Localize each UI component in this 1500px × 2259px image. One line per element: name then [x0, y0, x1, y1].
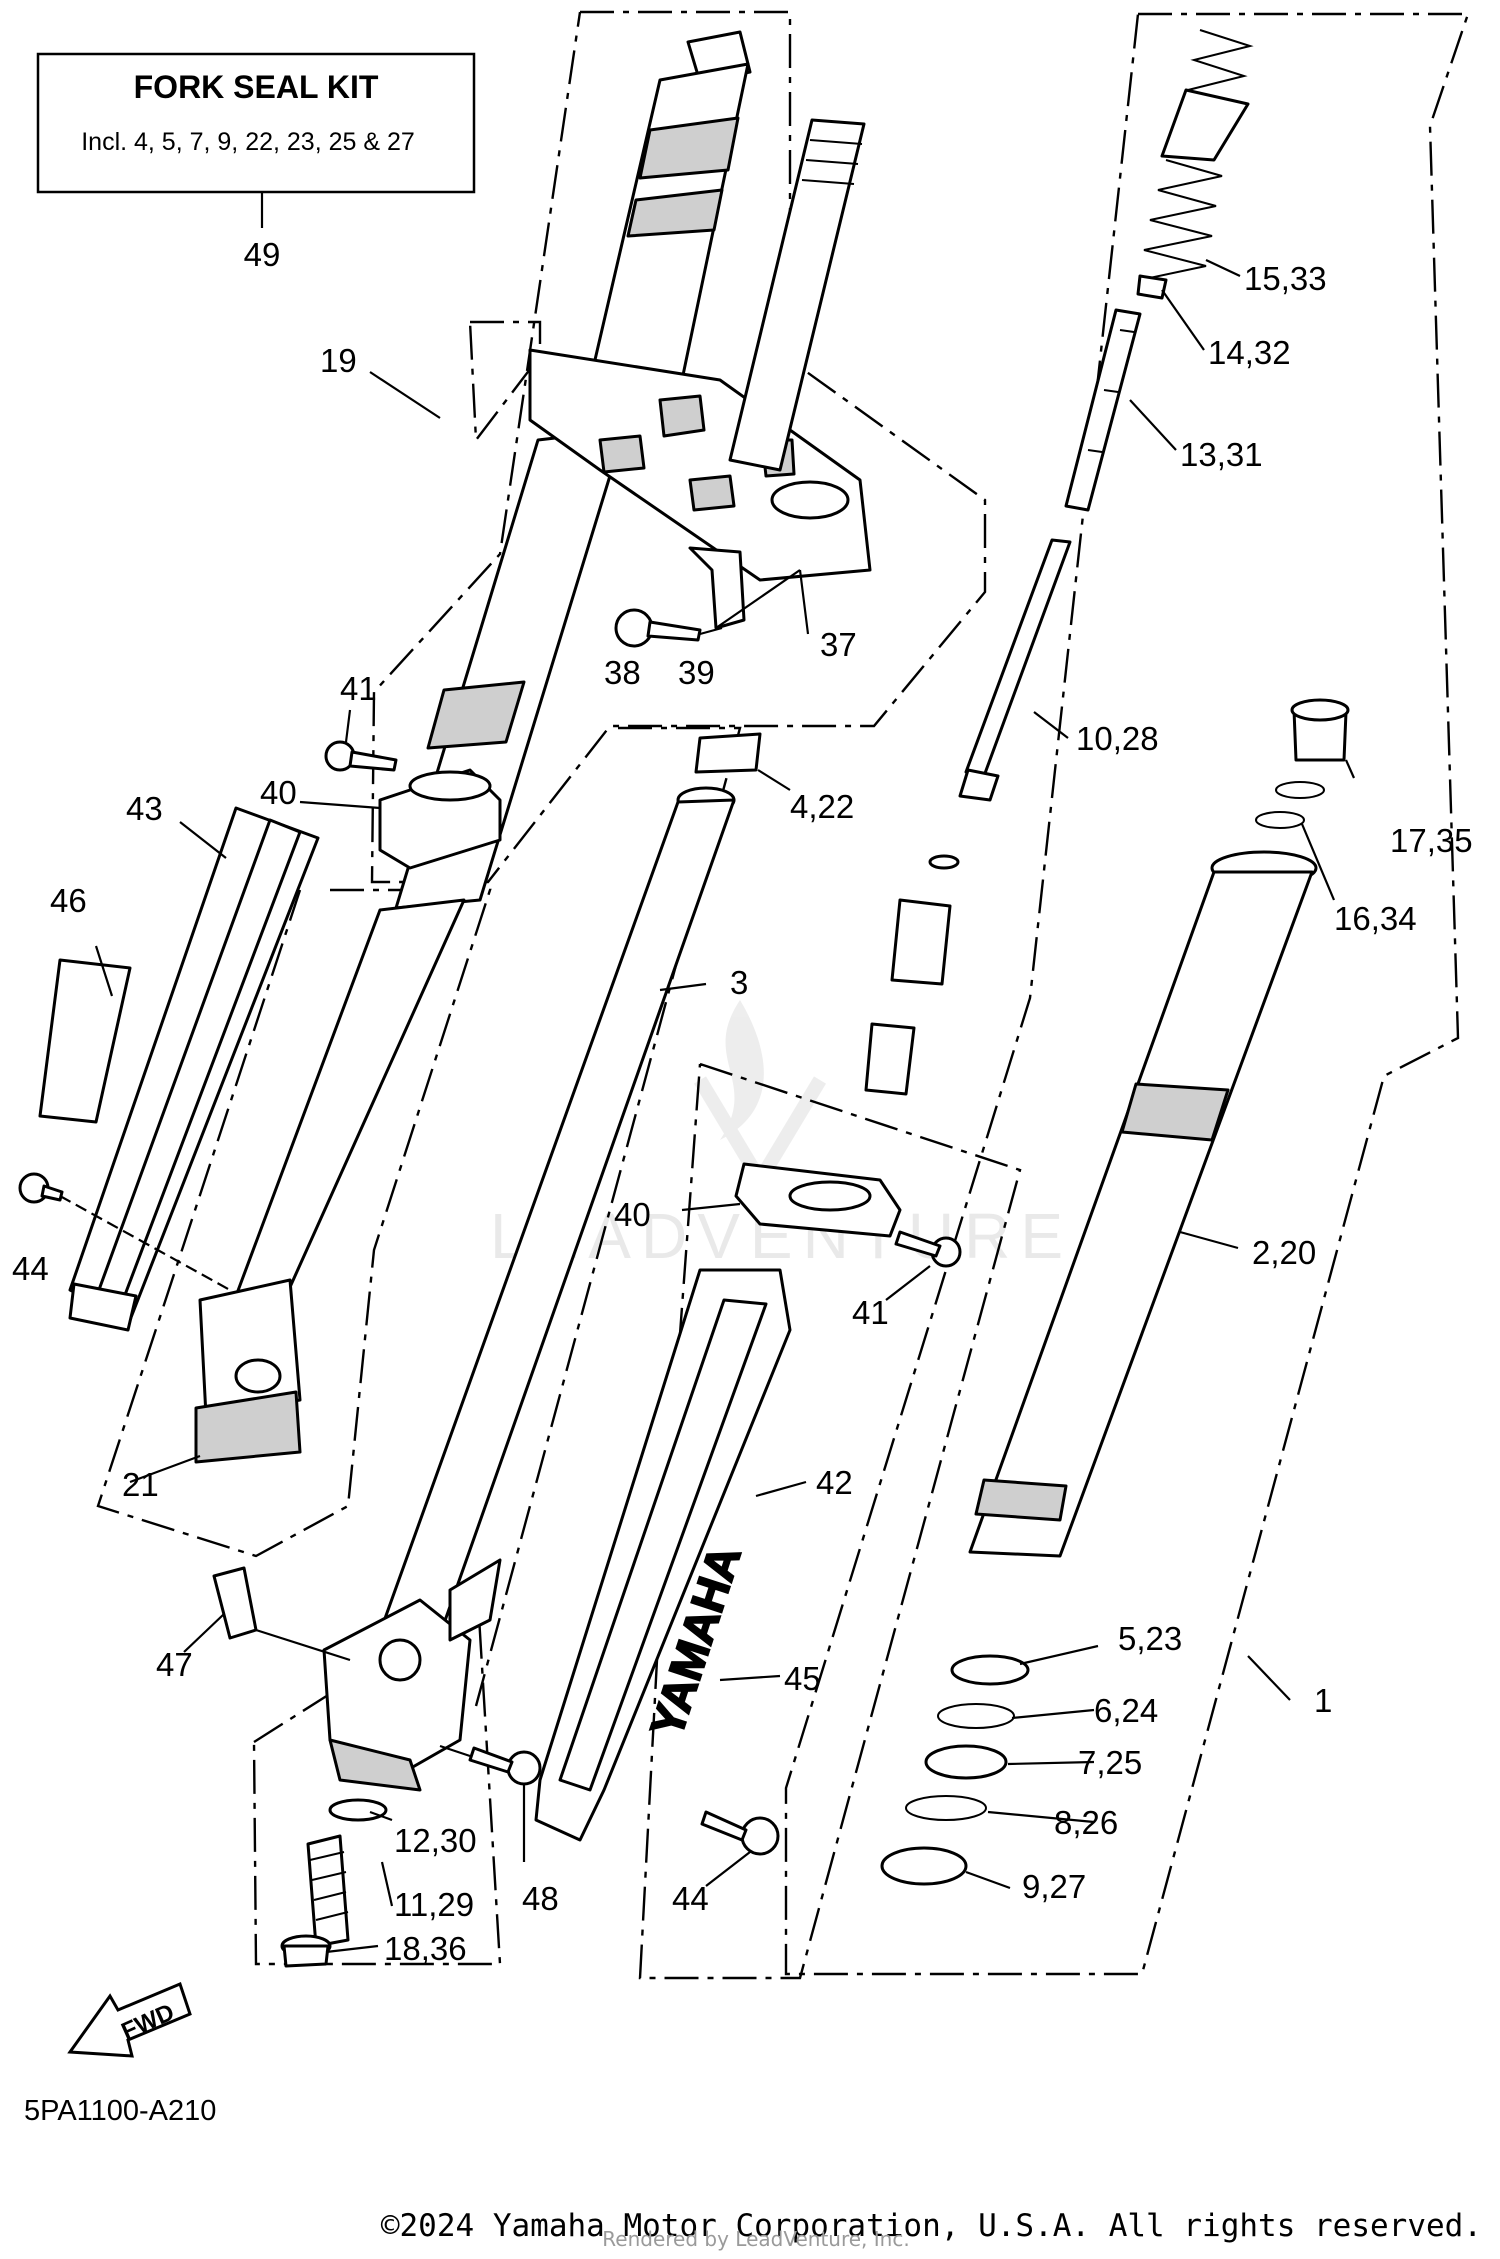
outer-tube-right	[880, 698, 1350, 1886]
callout-1: 1	[1314, 1682, 1332, 1719]
callout-39: 39	[678, 654, 715, 691]
callout-49: 49	[244, 236, 281, 273]
callout-18-36: 18,36	[384, 1930, 467, 1967]
kit-title: FORK SEAL KIT	[134, 69, 379, 105]
fork-guard-right: YAMAHA	[534, 1162, 962, 1856]
diagram-code: 5PA1100-A210	[24, 2095, 216, 2127]
callout-46: 46	[50, 882, 87, 919]
callout-48: 48	[522, 1880, 559, 1917]
callout-38: 38	[604, 654, 641, 691]
callout-14-32: 14,32	[1208, 334, 1291, 371]
callout-2-20: 2,20	[1252, 1234, 1316, 1271]
callout-43: 43	[126, 790, 163, 827]
kit-includes: Incl. 4, 5, 7, 9, 22, 23, 25 & 27	[81, 128, 415, 156]
callout-47: 47	[156, 1646, 193, 1683]
callout-13-31: 13,31	[1180, 436, 1263, 473]
callout-8-26: 8,26	[1054, 1804, 1118, 1841]
callout-45: 45	[784, 1660, 821, 1697]
callout-15-33: 15,33	[1244, 260, 1327, 297]
rendered-by-notice: Rendered by LeadVenture, Inc.	[602, 2227, 909, 2251]
callout-5-23: 5,23	[1118, 1620, 1182, 1657]
callout-41b: 41	[852, 1294, 889, 1331]
callout-11-29: 11,29	[394, 1886, 474, 1923]
copyright-notice: ©2024 Yamaha Motor Corporation, U.S.A. A…	[381, 2208, 1482, 2244]
leader-lines	[94, 259, 1356, 1954]
callout-3: 3	[730, 964, 748, 1001]
fwd-arrow-icon: FWD	[67, 1981, 192, 2058]
callout-40b: 40	[614, 1196, 651, 1233]
lower-bracket-left	[324, 740, 502, 870]
callout-7-25: 7,25	[1078, 1744, 1142, 1781]
callout-12-30: 12,30	[394, 1822, 477, 1859]
callout-44: 44	[12, 1250, 49, 1287]
callout-44b: 44	[672, 1880, 709, 1917]
callout-21: 21	[122, 1466, 159, 1503]
callout-41: 41	[340, 670, 377, 707]
callout-19: 19	[320, 342, 357, 379]
callout-9-27: 9,27	[1022, 1868, 1086, 1905]
callout-17-35: 17,35	[1390, 822, 1473, 859]
lower-axle-holder	[212, 1558, 542, 1968]
callout-10-28: 10,28	[1076, 720, 1159, 757]
fork-guard-left	[18, 806, 320, 1332]
inner-tube-assembly	[194, 30, 752, 1464]
callout-16-34: 16,34	[1334, 900, 1417, 937]
callout-37: 37	[820, 626, 857, 663]
damper-assembly	[864, 29, 1254, 1096]
callout-labels: 49 19 41 40 43 46 44 21 47 38 39 37 4,22…	[12, 236, 1473, 1967]
upper-bracket	[528, 118, 872, 648]
fork-seal-kit-box: FORK SEAL KIT Incl. 4, 5, 7, 9, 22, 23, …	[36, 52, 476, 228]
callout-42: 42	[816, 1464, 853, 1501]
callout-40: 40	[260, 774, 297, 811]
callout-6-24: 6,24	[1094, 1692, 1158, 1729]
callout-4-22: 4,22	[790, 788, 854, 825]
